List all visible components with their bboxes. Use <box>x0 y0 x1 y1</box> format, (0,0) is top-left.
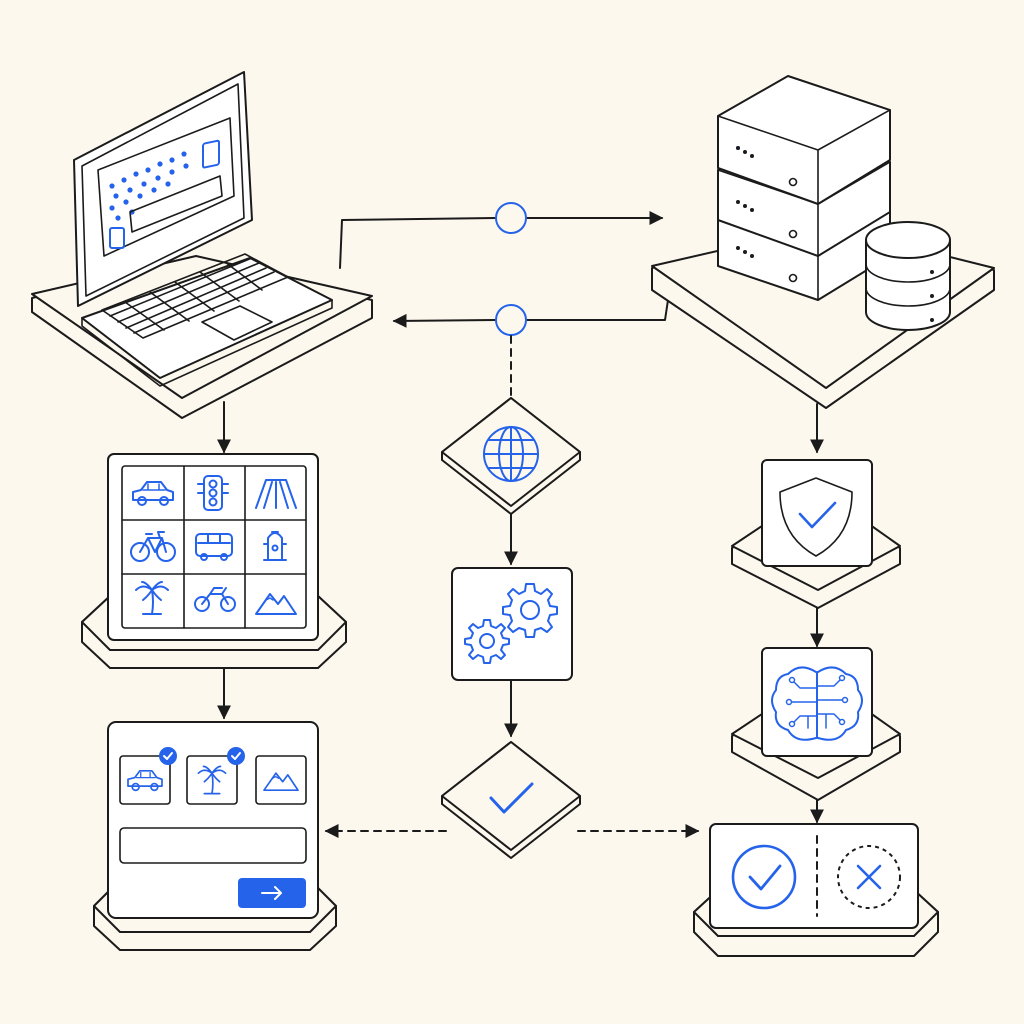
arrow-right-icon <box>261 886 282 900</box>
database-icon <box>865 221 951 331</box>
x-circle-icon <box>837 845 901 909</box>
laptop-screen-bezel <box>81 83 245 297</box>
security-node <box>731 459 901 609</box>
processing-node <box>451 567 573 681</box>
bicycle-icon <box>130 531 176 562</box>
tile-selected-check-icon <box>227 747 245 765</box>
motorcycle-icon <box>194 587 236 612</box>
connectors <box>217 202 824 838</box>
network-node <box>441 397 581 515</box>
fire-hydrant-icon <box>263 531 287 561</box>
submit-button[interactable] <box>238 878 306 908</box>
selection-form-node <box>93 721 337 951</box>
server-rack-icon <box>717 75 891 301</box>
checkmark-icon <box>489 782 534 814</box>
captcha-answer-field <box>129 175 223 233</box>
image-grid-node <box>81 453 347 669</box>
laptop-deck-edge <box>81 299 333 387</box>
globe-icon <box>483 426 539 482</box>
laptop-screen-display <box>97 117 235 257</box>
request-node-circle <box>495 202 527 234</box>
result-node <box>693 823 939 957</box>
selection-tile-mountain[interactable] <box>255 755 307 805</box>
selection-tile-palm[interactable] <box>186 747 245 805</box>
response-arrow <box>392 313 496 328</box>
form-text-input[interactable] <box>119 827 307 864</box>
server-node <box>651 75 995 409</box>
circuit-brain-icon <box>771 666 863 741</box>
shield-check-icon <box>779 477 853 557</box>
laptop-touchpad <box>201 305 273 341</box>
tile-selected-check-icon <box>159 747 177 765</box>
screen-checkbox-top-right <box>202 139 220 169</box>
request-line <box>339 217 496 269</box>
bus-icon <box>195 533 233 561</box>
verification-node <box>441 741 581 859</box>
response-line <box>526 299 669 321</box>
response-node-circle <box>495 304 527 336</box>
screen-checkbox-bottom-left <box>109 227 125 249</box>
ai-model-node <box>731 647 901 801</box>
traffic-light-icon <box>197 475 229 511</box>
laptop-keyboard-keys <box>101 253 289 339</box>
selection-tile-car[interactable] <box>119 747 177 805</box>
captcha-dot-pattern <box>109 151 189 221</box>
client-laptop-node <box>31 71 373 419</box>
gears-icon <box>464 583 558 664</box>
check-circle-icon <box>731 844 797 910</box>
road-icon <box>255 479 297 509</box>
